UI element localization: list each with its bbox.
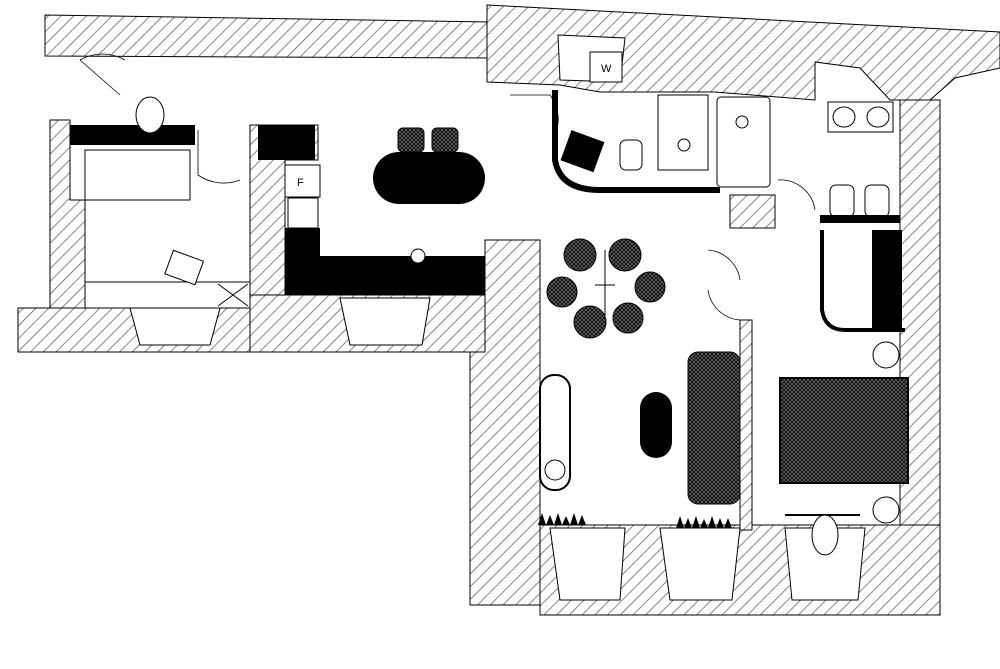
door-left-room [197,130,241,184]
fridge-label: F [297,177,304,189]
living-room [538,238,741,528]
person-icon [135,96,165,134]
window [129,307,221,346]
desk [84,281,251,309]
bed-outline [84,149,191,201]
fridge [284,164,321,198]
toilet [829,184,855,218]
plants [676,516,732,528]
chaise-roll [544,459,566,481]
oven [287,197,319,229]
cross-box [217,283,249,307]
toilet [619,139,643,171]
shower [657,94,709,171]
dining-chairs-round [546,238,666,339]
sink-cabinet [560,130,605,173]
washer-label: W [601,63,612,75]
bathtub [716,96,771,188]
window [784,527,866,601]
wall-bed-divider [739,319,753,531]
dining-chair [431,127,459,153]
left-room [70,96,251,309]
lamp [872,496,900,524]
wall-top-left [44,14,491,59]
washer [589,51,623,83]
door-living [707,249,741,321]
bathroom: W [552,51,900,223]
door-entrance [79,53,126,96]
kitchen: F [258,125,485,295]
shelf [820,215,900,223]
dining-chair [397,127,425,153]
window [549,527,626,601]
bed [779,377,909,484]
coffee-table [640,392,672,458]
basin [866,106,890,128]
sofa [687,351,741,505]
wall-bath-divider [729,194,776,229]
wall-left-room-left [49,119,86,311]
upper-cabinet [258,125,315,160]
door-bath [510,94,559,136]
dining-table [373,152,485,204]
sink [410,248,426,264]
door-bedroom [777,179,816,211]
window [339,297,431,346]
lamp [872,341,900,369]
bedroom [779,230,909,556]
basin [832,106,856,128]
curved-wall [552,90,720,193]
plants [538,513,586,525]
windows [129,34,866,601]
chair [164,249,205,286]
counter [70,125,195,145]
person-icon [811,514,839,556]
closet-curve [820,230,905,332]
wardrobe [872,230,902,328]
counter-l [285,228,485,295]
toilet [864,184,890,218]
shower-drain [677,138,691,152]
window [659,527,741,601]
chaise-lounge [539,374,571,491]
tap [735,115,749,129]
